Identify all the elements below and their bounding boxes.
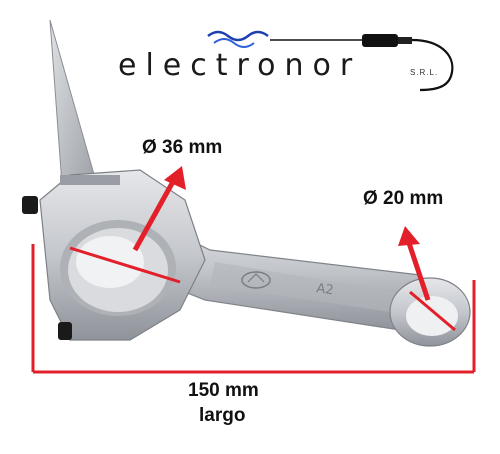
small-end-diameter-arrow bbox=[398, 226, 456, 332]
big-end bbox=[22, 169, 206, 341]
wave-icon bbox=[207, 30, 269, 48]
brand-suffix: S.R.L. bbox=[410, 68, 439, 77]
length-word-label: largo bbox=[199, 405, 246, 426]
soldering-pen-icon bbox=[270, 34, 454, 92]
part-mark-text: A2 bbox=[315, 281, 334, 298]
brand-name: electronor bbox=[118, 48, 362, 83]
small-end-diameter-label: Ø 20 mm bbox=[363, 188, 444, 209]
big-end-diameter-arrow bbox=[69, 166, 186, 284]
length-label: 150 mm bbox=[188, 380, 259, 401]
small-end bbox=[389, 277, 471, 347]
big-end-diameter-label: Ø 36 mm bbox=[142, 137, 223, 158]
length-dimension-line bbox=[31, 244, 476, 374]
logo-stamp-icon bbox=[241, 271, 271, 289]
oil-dipper-spike bbox=[49, 19, 96, 186]
